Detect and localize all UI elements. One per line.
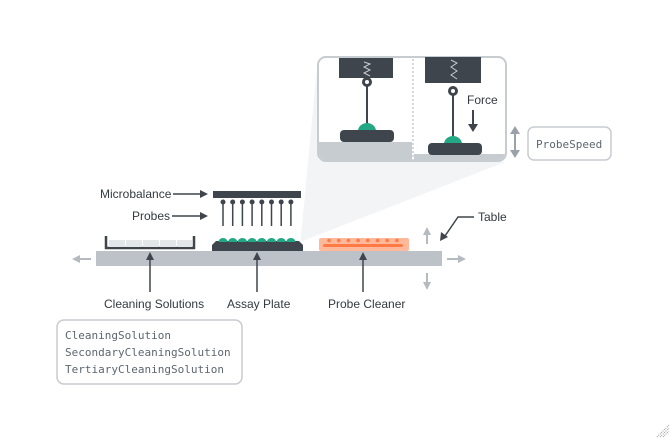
table	[96, 251, 442, 266]
cleaner-dot	[327, 238, 331, 243]
cleaner-dot	[395, 238, 399, 243]
probe-hinge	[230, 199, 236, 205]
probe-cleaner-pointer-icon	[359, 252, 367, 260]
spring-icon-right	[450, 59, 458, 80]
assay-plate-label: Assay Plate	[227, 297, 291, 311]
microbalance-pointer-icon	[200, 190, 208, 198]
cleaning-solutions-tray	[104, 236, 196, 250]
sample-drop	[237, 238, 247, 242]
probe-array	[220, 199, 294, 226]
table-pointer-icon	[440, 232, 448, 241]
sample-drop	[257, 238, 267, 242]
cleaner-dot	[385, 238, 390, 243]
sample-drop	[276, 238, 286, 242]
probe-speed-arrow-icon	[510, 126, 520, 158]
probes-label: Probes	[132, 209, 170, 223]
probe-hinge	[239, 199, 245, 205]
tertiary-cleaning-solution-param: TertiaryCleaningSolution	[65, 363, 224, 376]
probes-pointer-icon	[200, 212, 208, 220]
plate-right	[428, 143, 482, 155]
table-move-arrows-icon	[72, 227, 466, 290]
cleaner-dot	[336, 238, 341, 243]
cleaning-solution-param: CleaningSolution	[65, 329, 171, 342]
cleaning-solutions-param-box	[56, 319, 243, 385]
force-label: Force	[467, 93, 498, 107]
table-label: Table	[478, 210, 507, 224]
probe-hinge	[249, 199, 255, 205]
cleaner-dot	[366, 238, 370, 243]
probe-speed-param: ProbeSpeed	[536, 138, 602, 151]
sample-drop	[286, 238, 296, 242]
cleaning-solutions-pointer-icon	[146, 252, 154, 260]
probe-hinge	[269, 199, 274, 205]
cleaning-solutions-label: Cleaning Solutions	[104, 297, 204, 311]
cleaner-dot	[375, 238, 380, 243]
sample-drop	[267, 238, 276, 242]
force-arrow-icon	[468, 124, 478, 132]
cleaner-dot	[356, 238, 360, 243]
probe-hinge	[278, 199, 284, 205]
inset-panel: Force	[317, 56, 507, 162]
probe-hinge	[220, 199, 226, 205]
drop-right	[444, 136, 462, 144]
spring-icon-left	[362, 61, 372, 77]
inset-left-floor	[319, 142, 412, 160]
probe-speed-box	[527, 126, 612, 161]
drop-left	[358, 123, 376, 131]
sample-drop	[218, 238, 228, 242]
secondary-cleaning-solution-param: SecondaryCleaningSolution	[65, 346, 231, 359]
assay-plate	[212, 238, 303, 251]
plate-left	[340, 130, 394, 142]
sample-drop	[247, 238, 257, 242]
microbalance-bar	[213, 191, 301, 198]
cleaner-dot	[346, 238, 351, 243]
probe-hinge	[288, 199, 294, 205]
probe-cleaner	[319, 238, 409, 251]
probe-cleaner-label: Probe Cleaner	[328, 297, 405, 311]
zoom-wedge	[290, 58, 505, 246]
probe-hinge	[259, 199, 265, 205]
microbalance-label: Microbalance	[100, 187, 172, 201]
assay-plate-pointer-icon	[253, 252, 261, 260]
resize-grip-icon[interactable]	[656, 424, 670, 438]
sample-drop	[228, 238, 238, 242]
